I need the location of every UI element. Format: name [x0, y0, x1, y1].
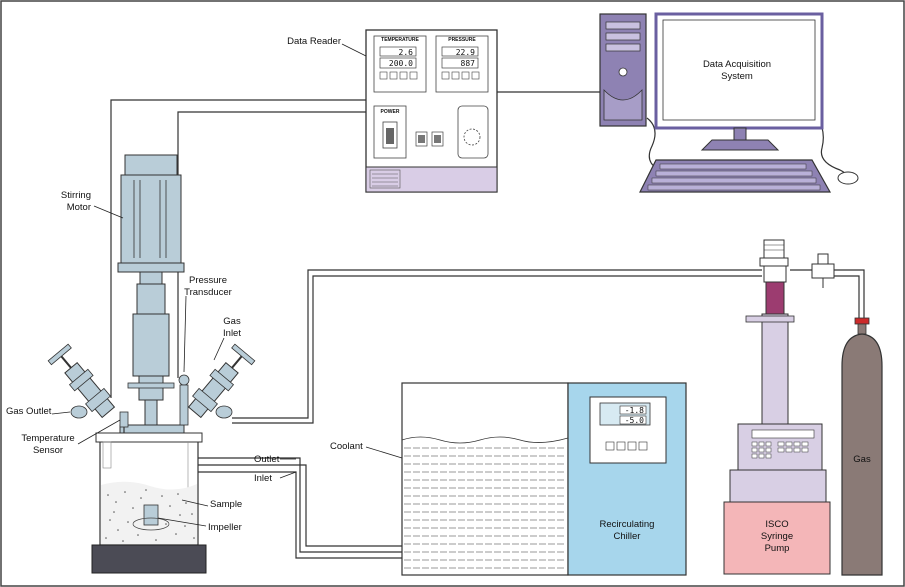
label-isco-3: Pump: [765, 543, 790, 554]
temperature-title: TEMPERATURE: [381, 37, 419, 43]
recirculating-chiller: -1.8 -5.0: [567, 382, 687, 576]
label-recirculating-chiller-2: Chiller: [614, 531, 641, 542]
label-inlet: Inlet: [254, 473, 272, 484]
label-isco-1: ISCO: [765, 519, 788, 530]
label-sample: Sample: [210, 499, 242, 510]
leader-lines: [51, 43, 403, 527]
label-coolant: Coolant: [330, 441, 363, 452]
label-pressure-transducer-1: Pressure: [189, 275, 227, 286]
stirring-motor: [117, 154, 185, 285]
chiller-reading-2: -5.0: [625, 416, 644, 425]
label-temperature-sensor-1: Temperature: [21, 433, 74, 444]
gas-inlet-valve: [187, 343, 256, 419]
label-outlet: Outlet: [254, 454, 280, 465]
pressure-value-2: 887: [461, 59, 476, 68]
label-recirculating-chiller-1: Recirculating: [600, 519, 655, 530]
label-gas-inlet-2: Inlet: [223, 328, 241, 339]
power-label: POWER: [381, 109, 400, 115]
label-stirring-1: Stirring: [61, 190, 91, 201]
temperature-value-2: 200.0: [389, 59, 413, 68]
reactor-shaft-assembly: [119, 283, 185, 520]
reactor-vessel: [91, 432, 207, 574]
label-gas-outlet: Gas Outlet: [6, 406, 52, 417]
label-impeller: Impeller: [208, 522, 242, 533]
isco-syringe-pump: [723, 239, 831, 575]
coolant-bath: [401, 382, 569, 576]
data-reader: TEMPERATURE 2.6 200.0 PRESSURE 22.9 887 …: [365, 29, 498, 193]
label-gas: Gas: [853, 454, 871, 465]
label-data-acquisition-1: Data Acquisition: [703, 59, 771, 70]
sample-particles: [105, 489, 195, 542]
pump-valve: [811, 253, 835, 288]
label-pressure-transducer-2: Transducer: [184, 287, 232, 298]
computer: [599, 12, 859, 193]
cabling: [110, 91, 865, 559]
pressure-value-1: 22.9: [456, 48, 475, 57]
gas-cylinder: [841, 317, 883, 576]
temperature-value-1: 2.6: [399, 48, 414, 57]
label-temperature-sensor-2: Sensor: [33, 445, 63, 456]
label-data-reader: Data Reader: [287, 36, 341, 47]
label-data-acquisition-2: System: [721, 71, 753, 82]
label-stirring-2: Motor: [67, 202, 91, 213]
label-gas-inlet-1: Gas: [223, 316, 241, 327]
labels: Data Reader Data Acquisition System Stir…: [6, 36, 871, 554]
label-isco-2: Syringe: [761, 531, 793, 542]
pressure-transducer: [178, 374, 190, 426]
chiller-reading-1: -1.8: [625, 406, 644, 415]
gas-outlet-valve: [47, 343, 116, 419]
pressure-title: PRESSURE: [448, 37, 476, 43]
